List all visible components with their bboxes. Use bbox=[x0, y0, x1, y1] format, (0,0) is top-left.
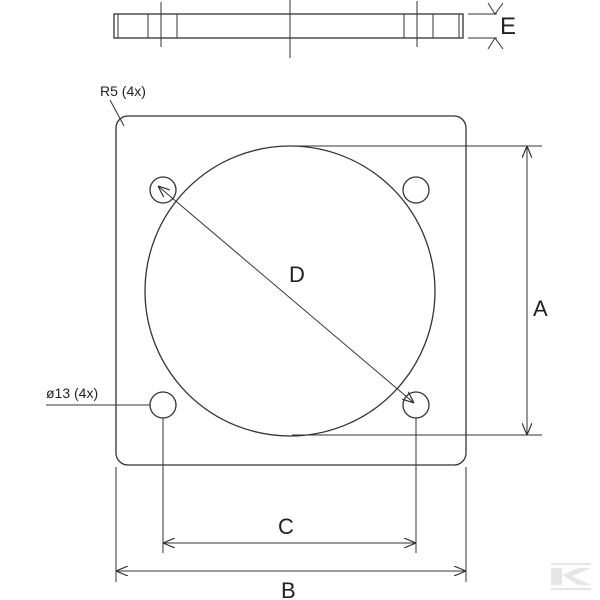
corner-radius-label: R5 (4x) bbox=[100, 83, 146, 99]
brand-logo-watermark bbox=[551, 563, 591, 590]
dim-a-label: A bbox=[533, 296, 548, 321]
dim-e-label: E bbox=[500, 13, 516, 40]
mounting-hole bbox=[149, 391, 177, 419]
plate-top-view bbox=[115, 115, 467, 466]
center-bore bbox=[144, 145, 436, 437]
mounting-hole bbox=[402, 176, 430, 204]
dim-d-label: D bbox=[289, 262, 305, 287]
dim-c-label: C bbox=[278, 514, 294, 539]
side-view bbox=[113, 0, 504, 58]
dim-b-label: B bbox=[281, 578, 296, 600]
mounting-hole bbox=[402, 391, 430, 419]
hole-diameter-label: ø13 (4x) bbox=[46, 385, 98, 401]
dim-d-line bbox=[158, 186, 414, 403]
